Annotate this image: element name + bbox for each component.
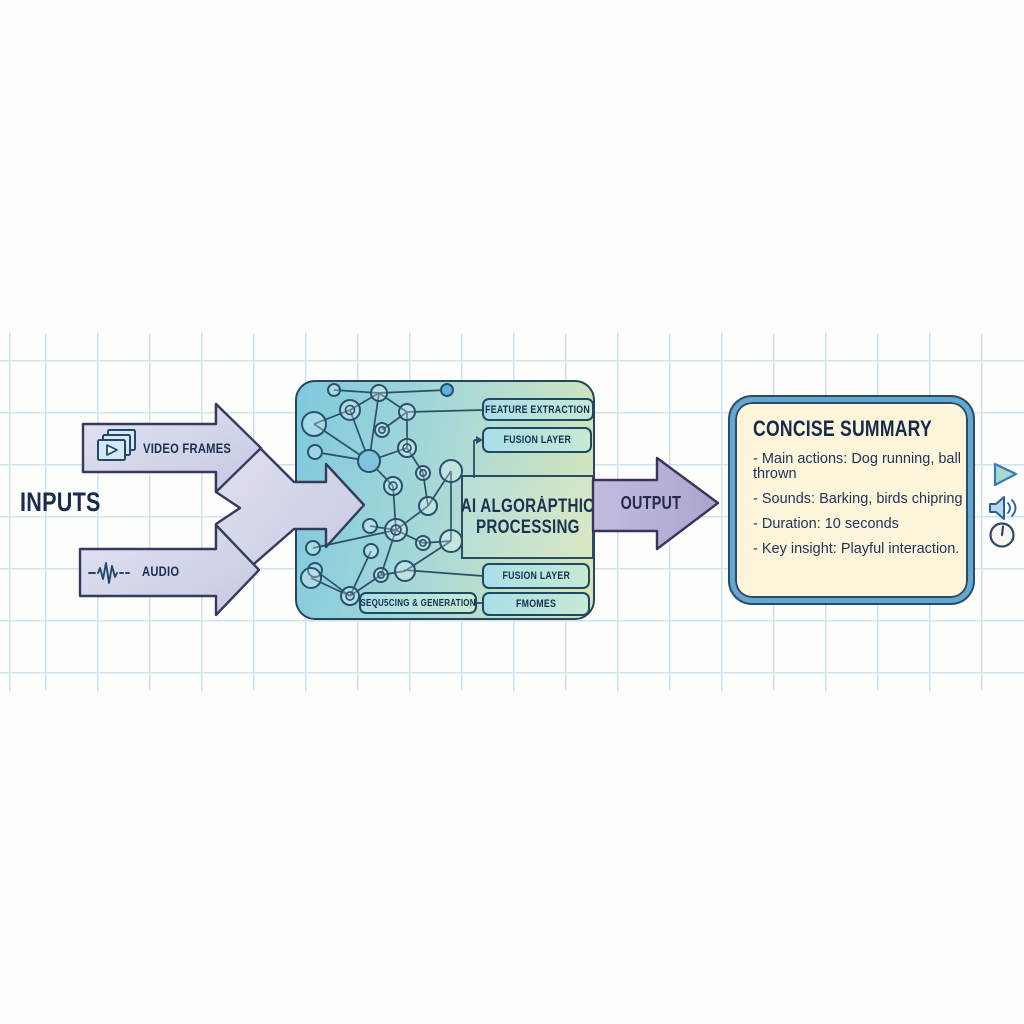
chip-fusion-layer-bottom: FUSION LAYER: [482, 563, 590, 589]
chip-frames-label: FMOMES: [515, 598, 557, 610]
waveform-icon: [88, 562, 130, 584]
clock-icon: [989, 522, 1015, 548]
summary-bullet-sounds: - Sounds: Barking, birds chipring: [753, 490, 963, 507]
ai-processing-label-box: AI ALGORȦPTHIC PROCESSING: [461, 475, 594, 559]
neural-network-graph-icon: [300, 383, 484, 606]
speaker-icon: [989, 496, 1017, 520]
output-arrow: [591, 456, 720, 551]
chip-feature-extraction: FEATURE EXTRACTION: [482, 398, 594, 421]
output-label: OUTPUT: [608, 493, 694, 514]
summary-bullet-main-actions: - Main actions: Dog running, ball thrown: [753, 451, 961, 482]
summary-bullet-duration: - Duration: 10 seconds: [753, 515, 899, 532]
ai-processing-box: FEATURE EXTRACTION FUSION LAYER AI ALGOR…: [295, 380, 595, 620]
chip-sequencing-generation-label: SEQU5CING & GENERATION: [360, 597, 476, 609]
audio-arrow: [78, 523, 261, 617]
ai-processing-title-line1: AI ALGORȦPTHIC: [460, 495, 595, 517]
chip-fusion-layer-top-label: FUSION LAYER: [503, 434, 571, 446]
summary-box: CONCISE SUMMARY - Main actions: Dog runn…: [730, 397, 973, 603]
inputs-label: INPUTS: [20, 487, 121, 518]
play-icon: [993, 462, 1018, 487]
video-frames-arrow: [81, 402, 263, 494]
summary-title: CONCISE SUMMARY: [753, 416, 932, 441]
film-frames-icon: [97, 429, 136, 461]
chip-fusion-layer-bottom-label: FUSION LAYER: [502, 570, 570, 582]
output-label-text: OUTPUT: [620, 493, 682, 513]
ai-processing-title-line2: PROCESSING: [475, 517, 580, 538]
chip-feature-extraction-label: FEATURE EXTRACTION: [485, 403, 591, 416]
chip-frames: FMOMES: [482, 592, 590, 616]
summary-bullet-key-insight: - Key insight: Playful interaction.: [753, 540, 960, 557]
chip-sequencing-generation: SEQU5CING & GENERATION: [359, 592, 477, 614]
video-frames-label: VIDEO FRAMES: [143, 440, 232, 456]
audio-label: AUDIO: [142, 563, 180, 579]
inputs-label-text: INPUTS: [20, 487, 101, 517]
chip-fusion-layer-top: FUSION LAYER: [482, 427, 592, 453]
